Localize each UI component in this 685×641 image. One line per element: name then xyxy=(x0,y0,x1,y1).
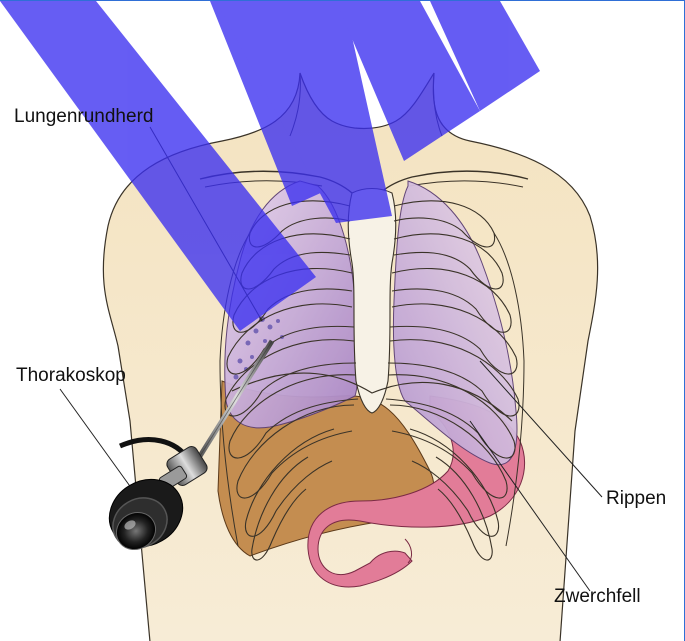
sternum xyxy=(348,189,396,414)
label-diaphragm: Zwerchfell xyxy=(554,587,641,606)
label-ribs: Rippen xyxy=(606,489,666,508)
label-lung-nodule: Lungenrundherd xyxy=(14,107,153,126)
label-thoracoscope: Thorakoskop xyxy=(16,366,126,385)
